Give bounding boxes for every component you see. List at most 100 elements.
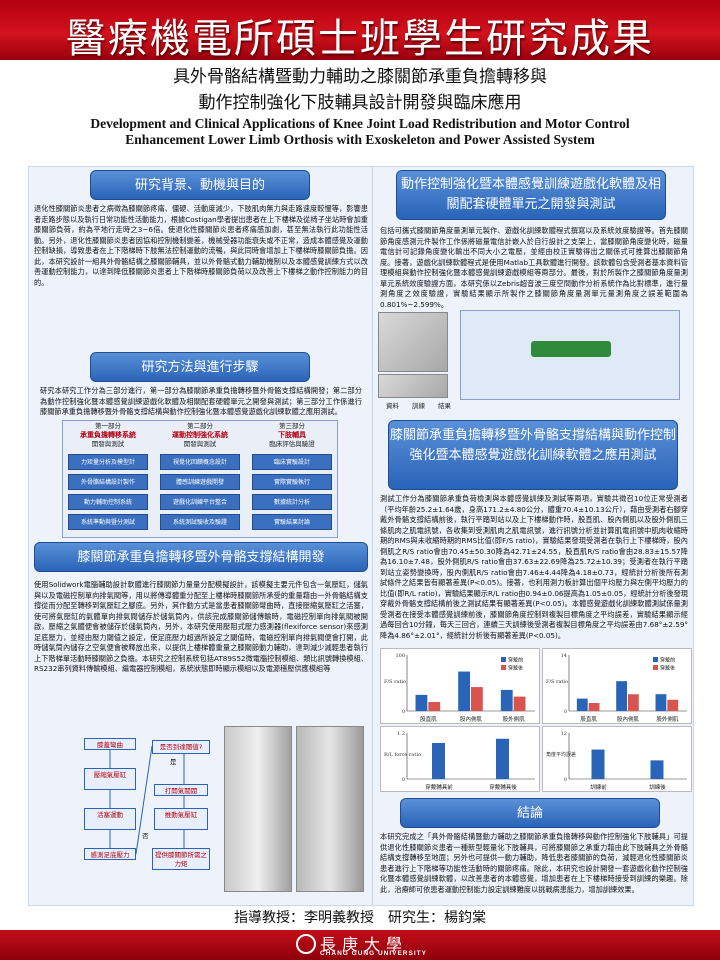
bar <box>667 699 679 711</box>
y-tick-label: 0 <box>564 777 567 783</box>
legend-entry: 穿戴前 <box>660 657 675 664</box>
x-tick-label: 穿戴輔具前 <box>425 783 453 791</box>
banner-title: 醫療機電所碩士班學生研究成果 <box>66 16 654 62</box>
sensor-photo <box>378 312 448 372</box>
y-axis-label: F/S ratio <box>384 679 406 685</box>
flow-col2-head: 第二部分 運動控制強化系統 開發與測試 <box>172 422 228 448</box>
flow-cell: 實驗結果討論 <box>252 514 332 530</box>
flow-cell: 系統準動與暨分測試 <box>68 514 148 530</box>
zh-title-line2: 動作控制強化下肢輔具設計開發與臨床應用 <box>198 93 522 113</box>
flowchart-no-label: 否 <box>142 832 149 840</box>
y-tick-label: 12 <box>561 731 567 737</box>
bar <box>650 760 664 779</box>
university-name-en: CHANG GUNG UNIVERSITY <box>320 950 427 957</box>
x-tick-label: 股內側肌 <box>617 715 640 723</box>
y-tick-label: 0 <box>564 709 567 715</box>
flow-cell: 外骨骼結構設計製作 <box>68 474 148 490</box>
legend-swatch <box>501 657 506 662</box>
orthosis-photo-2 <box>296 726 364 892</box>
poster-titles: 具外骨骼結構暨動力輔助之膝關節承重負擔轉移與 動作控制強化下肢輔具設計開發與臨床… <box>0 64 720 148</box>
en-title-line2: Enhancement Lower Limb Orthosis with Exo… <box>125 132 595 147</box>
legend-swatch <box>653 657 658 662</box>
bar <box>628 694 639 711</box>
exo-text: 使用Solidwork電腦輔助設計軟體進行膝關節力量量分配模擬設計，該模擬主要元… <box>34 580 368 673</box>
y-tick-label: 1.2 <box>397 731 405 737</box>
x-tick-label: 股直肌 <box>580 715 597 723</box>
en-title-line1: Development and Clinical Applications of… <box>90 116 630 131</box>
x-tick-label: 股外側肌 <box>503 715 526 723</box>
background-heading: 研究背景、動機與目的 <box>90 170 310 200</box>
conclusion-heading: 結論 <box>400 798 660 828</box>
bar <box>458 671 470 711</box>
game-software-screenshot <box>460 310 680 400</box>
y-tick-label: 0 <box>402 709 405 715</box>
chart-rl-force-ratio: 01.2R/L force ratio穿戴輔具前穿戴輔具後 <box>380 726 540 792</box>
bar <box>655 694 667 711</box>
legend-entry: 穿戴後 <box>508 665 523 672</box>
flow-cell: 遊戲化訓練平台整合 <box>160 494 240 510</box>
flow-cell: 動力輔助控制系統 <box>68 494 148 510</box>
flowchart-step: 活塞運動 <box>84 808 136 830</box>
flowchart-step: 感測足底壓力 <box>84 848 136 860</box>
ui-label: 資料 <box>386 402 399 410</box>
flowchart-step: 膝蓋彎曲 <box>84 738 136 750</box>
chart-fs-ratio-stairs: 0100F/S ratio股直肌股內側肌股外側肌穿戴前穿戴後 <box>380 648 540 724</box>
advisor-line: 指導教授：李明義教授 研究生：楊鈞棠 <box>234 910 486 926</box>
flowchart-yes-label: 是 <box>170 758 177 766</box>
bar <box>588 703 600 711</box>
university-name-zh: 長庚大學 <box>320 935 409 954</box>
x-tick-label: 股直肌 <box>420 715 437 723</box>
test-text: 測試工作分為膝關節承重負荷檢測與本體感覺訓練及測試等兩項，實驗共徵召10位正常受… <box>380 494 688 640</box>
bar <box>471 687 483 711</box>
bar <box>496 738 509 779</box>
test-heading: 膝關節承重負擔轉移暨外骨骼支撐結構與動作控制強化暨本體感覺遊戲化訓練軟體之應用測… <box>388 420 678 490</box>
flowchart-step: 打開氣閥閥 <box>154 784 208 796</box>
y-axis-label: F/S ratio <box>546 679 568 685</box>
bar <box>576 698 588 711</box>
zh-title-line1: 具外骨骼結構暨動力輔助之膝關節承重負擔轉移與 <box>173 67 547 87</box>
flow-col1-head: 第一部分 承重負擔轉移系統 開發與測試 <box>80 422 136 448</box>
bar <box>500 689 513 711</box>
flowchart-step: 壓縮氣壓缸 <box>84 768 136 790</box>
chart-angle-error: 012角度平均誤差訓練前訓練後 <box>542 726 692 792</box>
bar <box>432 742 445 779</box>
methods-text: 研究本研究工作分為三部分進行，第一部分為膝關節承重負擔轉移暨外骨骼支撐結構開發；… <box>40 386 362 416</box>
bar <box>428 701 441 711</box>
legend-swatch <box>501 665 506 670</box>
flow-cell: 數據統計分析 <box>252 494 332 510</box>
flow-cell: 體感訓練遊戲開發 <box>160 474 240 490</box>
flow-cell: 視覺化回饋概念設計 <box>160 454 240 470</box>
flow-cell: 力矩量分析及模型計 <box>68 454 148 470</box>
top-banner: 醫療機電所碩士班學生研究成果 <box>0 0 720 62</box>
bar <box>513 696 526 711</box>
university-logo-icon <box>296 934 316 954</box>
flowchart-step: 提供膝關節所需之力矩 <box>152 848 210 870</box>
y-axis-label: R/L force ratio <box>384 752 421 758</box>
legend-entry: 穿戴後 <box>660 665 675 672</box>
bar <box>415 694 428 711</box>
flowchart-step: 推動氣壓缸 <box>154 808 208 830</box>
flow-cell: 臨床實驗設計 <box>252 454 332 470</box>
x-tick-label: 股外側肌 <box>656 715 679 723</box>
flowchart-arrows <box>109 745 185 855</box>
bar <box>591 749 605 779</box>
legend-swatch <box>653 665 658 670</box>
flow-cell: 系統測試驗收及驗證 <box>160 514 240 530</box>
legend-entry: 穿戴前 <box>508 657 523 664</box>
background-text: 退化性膝關節炎患者之病徵為膝關節疼痛、僵硬、活動度減少，下肢肌肉無力與走路速度較… <box>34 204 368 287</box>
game-text: 包括可攜式膝關節角度量測單元製作、遊戲化訓練軟體程式撰寫以及系統效度驗證等。首先… <box>380 226 688 309</box>
y-axis-label: 角度平均誤差 <box>546 751 576 758</box>
y-tick-label: 14 <box>561 653 567 659</box>
ui-label: 結果 <box>438 402 451 410</box>
methods-heading: 研究方法與進行步驟 <box>90 352 310 382</box>
ui-label: 訓練 <box>412 402 425 410</box>
y-tick-label: 0 <box>402 777 405 783</box>
footer-bar <box>0 930 720 960</box>
bar <box>616 681 627 711</box>
flowchart-step: 是否到達閾值? <box>152 740 210 754</box>
exo-heading: 膝關節承重負擔轉移暨外骨骼支撐結構開發 <box>34 542 368 572</box>
sensor-photo-2 <box>378 374 448 398</box>
conclusion-text: 本研究完成之「具外骨骼結構暨動力輔助之膝關節承重負擔轉移與動作控制強化下肢輔具」… <box>380 832 688 894</box>
flow-cell: 實際實驗執行 <box>252 474 332 490</box>
